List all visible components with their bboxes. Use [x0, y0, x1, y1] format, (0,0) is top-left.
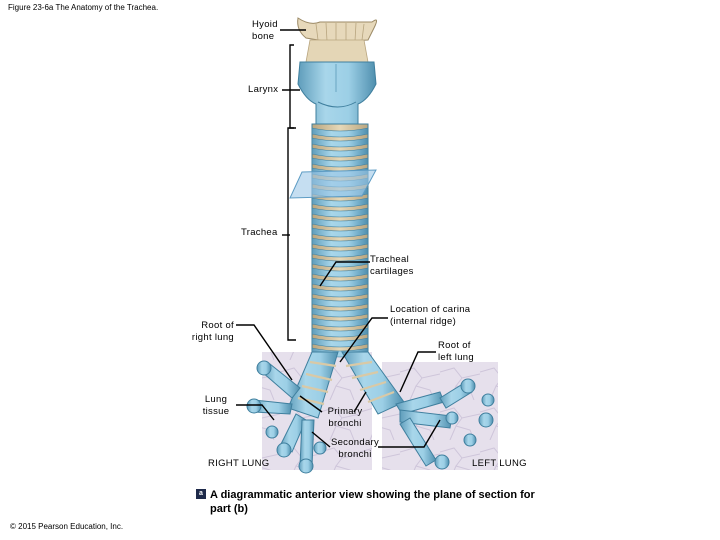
figure-caption: A diagrammatic anterior view showing the…: [210, 489, 535, 515]
cartilage-ring: [311, 227, 369, 238]
tracheal-cartilage-rings: [311, 127, 369, 358]
cartilage-ring: [311, 137, 369, 148]
label-tracheal-cartilages: Tracheal cartilages: [370, 254, 414, 277]
cartilage-ring: [311, 287, 369, 298]
figure-title: Figure 23-6a The Anatomy of the Trachea.: [8, 3, 159, 12]
label-lung-tissue: Lung tissue: [202, 394, 230, 417]
plane-of-section: [289, 169, 377, 199]
label-right-lung: RIGHT LUNG: [208, 458, 270, 469]
cartilage-ring: [311, 237, 369, 248]
cartilage-ring: [311, 197, 369, 208]
cartilage-ring: [311, 327, 369, 338]
label-larynx: Larynx: [248, 84, 279, 95]
label-location-of-carina: Location of carina (internal ridge): [390, 304, 471, 327]
label-left-lung: LEFT LUNG: [472, 458, 527, 469]
cartilage-ring: [311, 147, 369, 158]
label-secondary-bronchi: Secondary bronchi: [330, 437, 380, 460]
right-secondary-bronchi: [246, 360, 327, 474]
label-hyoid-bone: Hyoid bone: [252, 19, 278, 42]
cartilage-ring: [311, 307, 369, 318]
label-trachea: Trachea: [241, 227, 278, 238]
cartilage-ring: [311, 297, 369, 308]
left-secondary-bronchi: [395, 378, 495, 470]
label-root-of-left-lung: Root of left lung: [438, 340, 474, 363]
cartilage-ring: [311, 217, 369, 228]
cartilage-ring: [311, 207, 369, 218]
label-primary-bronchi: Primary bronchi: [327, 406, 363, 429]
cartilage-ring: [311, 157, 369, 168]
hyoid-bone: [297, 17, 378, 43]
cartilage-ring: [311, 277, 369, 288]
larynx: [297, 61, 377, 125]
part-badge: a: [196, 489, 206, 499]
cartilage-ring: [311, 247, 369, 258]
cartilage-ring: [311, 127, 369, 138]
thyrohyoid-membrane: [305, 39, 369, 63]
leader-lines: [236, 29, 441, 448]
copyright-notice: © 2015 Pearson Education, Inc.: [10, 522, 124, 531]
label-root-of-right-lung: Root of right lung: [191, 320, 234, 343]
cartilage-ring: [311, 337, 369, 348]
